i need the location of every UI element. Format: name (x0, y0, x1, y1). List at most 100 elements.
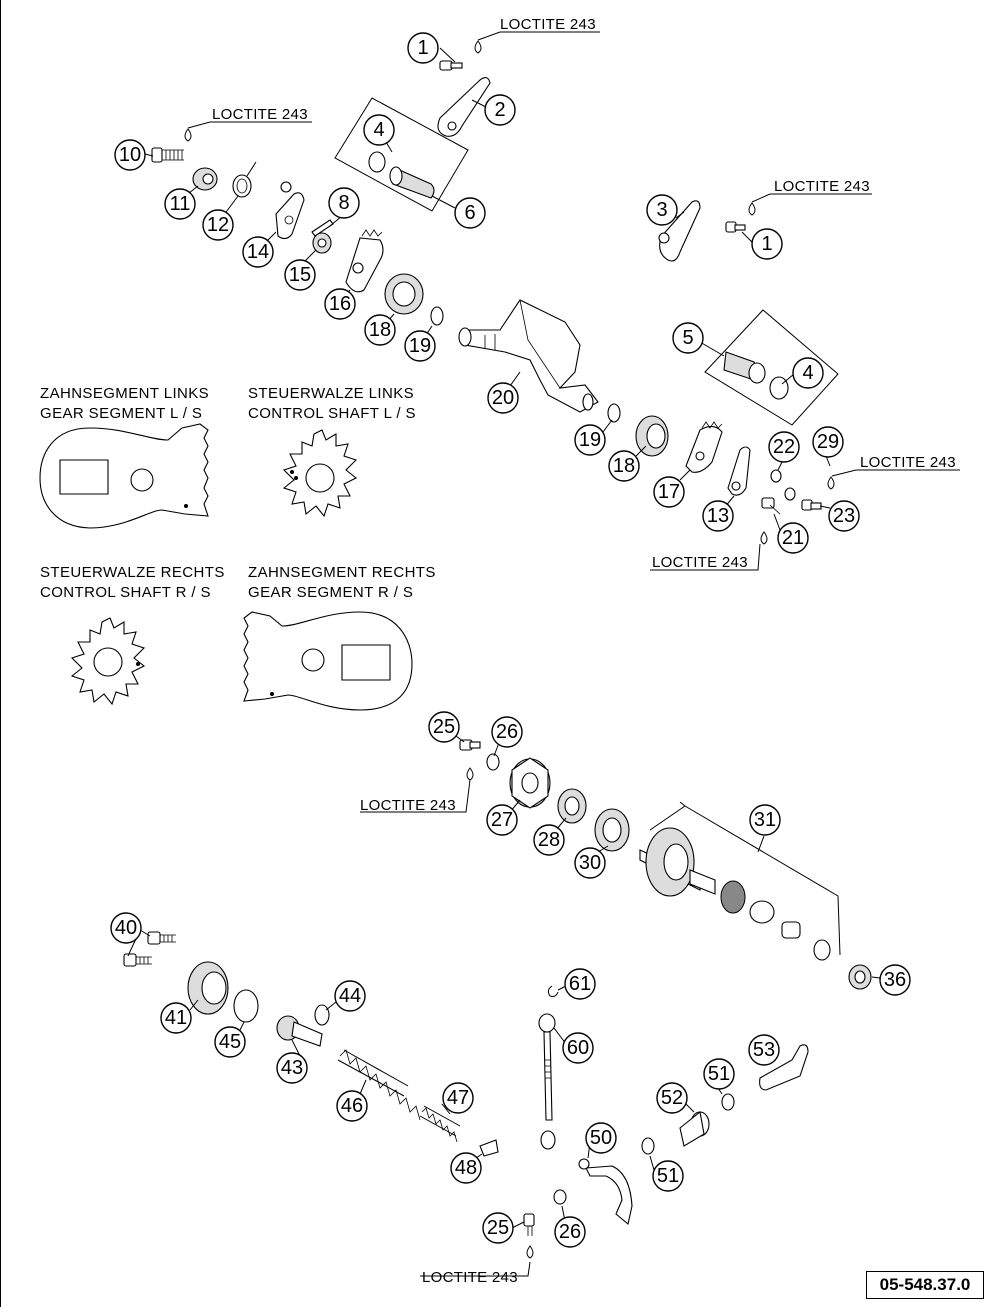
bushing-part-11 (192, 167, 218, 191)
housing-part-41 (187, 961, 229, 1015)
svg-text:28: 28 (538, 829, 560, 851)
oring-part-44 (314, 1004, 330, 1026)
gear-segment-part-17 (685, 421, 723, 473)
callout-51-upper: 51 (703, 1058, 735, 1090)
callout-46: 46 (336, 1090, 368, 1122)
caption-gear-segment-right-de: ZAHNSEGMENT RECHTS (248, 564, 436, 581)
svg-text:13: 13 (707, 505, 729, 527)
callout-6: 6 (454, 197, 486, 229)
svg-text:61: 61 (569, 973, 591, 995)
caption-gear-segment-left-en: GEAR SEGMENT L / S (40, 405, 202, 422)
loctite-notes: LOCTITE 243 LOCTITE 243 LOCTITE 243 LOCT… (212, 16, 956, 1286)
svg-text:53: 53 (753, 1039, 775, 1061)
callout-10: 10 (114, 139, 146, 171)
valve-part-43 (276, 1015, 323, 1047)
callout-8: 8 (328, 187, 360, 219)
gear-segment-right-icon (243, 611, 413, 711)
loctite-note: LOCTITE 243 (652, 554, 748, 571)
callout-47: 47 (442, 1082, 474, 1114)
svg-text:3: 3 (656, 199, 667, 221)
svg-text:40: 40 (115, 917, 137, 939)
svg-text:46: 46 (341, 1095, 363, 1117)
svg-text:2: 2 (494, 99, 505, 121)
svg-text:22: 22 (773, 436, 795, 458)
svg-text:30: 30 (579, 852, 601, 874)
screw-part-25-bottom (523, 1213, 535, 1259)
screws-part-40 (123, 931, 176, 967)
callout-1-top: 1 (407, 32, 439, 64)
caption-control-shaft-left-de: STEUERWALZE LINKS (248, 385, 414, 402)
svg-text:25: 25 (487, 1217, 509, 1239)
caption-control-shaft-left-en: CONTROL SHAFT L / S (248, 405, 416, 422)
washer-part-29 (784, 487, 796, 501)
document-id-label: 05-548.37.0 (866, 1271, 984, 1299)
callout-23: 23 (828, 500, 860, 532)
caption-gear-segment-left-de: ZAHNSEGMENT LINKS (40, 385, 209, 402)
callout-45: 45 (214, 1026, 246, 1058)
loctite-note: LOCTITE 243 (212, 106, 308, 123)
svg-text:43: 43 (281, 1057, 303, 1079)
callout-52: 52 (656, 1082, 688, 1114)
loctite-note: LOCTITE 243 (774, 178, 870, 195)
svg-text:23: 23 (833, 505, 855, 527)
callout-3: 3 (646, 194, 678, 226)
left-border (0, 0, 1, 1307)
svg-text:5: 5 (682, 327, 693, 349)
lever-part-14 (275, 181, 305, 240)
callout-4-lower: 4 (792, 357, 824, 389)
svg-text:60: 60 (567, 1037, 589, 1059)
washer-part-51-upper (721, 1093, 735, 1111)
lever-part-13 (727, 446, 751, 496)
svg-text:21: 21 (782, 527, 804, 549)
link-rod-part-60 (538, 1013, 556, 1150)
control-shaft-left-icon (282, 429, 358, 518)
nut-part-15 (312, 232, 332, 254)
svg-text:25: 25 (433, 716, 455, 738)
impeller-part-27 (509, 757, 551, 809)
callout-51-lower: 51 (652, 1160, 684, 1192)
callout-25-middle: 25 (428, 711, 460, 743)
control-shaft-right-icon (70, 617, 146, 706)
svg-text:27: 27 (491, 809, 513, 831)
callout-31: 31 (749, 804, 781, 836)
loctite-note: LOCTITE 243 (422, 1269, 518, 1286)
assembly-frame-4-6 (334, 97, 469, 212)
spring-part-47 (419, 1105, 461, 1143)
callout-36: 36 (879, 964, 911, 996)
callout-11: 11 (164, 188, 196, 220)
callout-25-bottom: 25 (482, 1212, 514, 1244)
callout-30: 30 (574, 847, 606, 879)
svg-text:1: 1 (761, 233, 772, 255)
washer-part-26-bottom (553, 1189, 567, 1205)
sleeve-part-52 (679, 1110, 710, 1147)
callout-44: 44 (334, 980, 366, 1012)
callout-19-right: 19 (574, 424, 606, 456)
caption-gear-segment-right-en: GEAR SEGMENT R / S (248, 584, 413, 601)
lever-part-53 (759, 1044, 809, 1091)
svg-text:44: 44 (339, 985, 361, 1007)
shaft-assembly-part-31 (639, 801, 872, 990)
svg-text:18: 18 (369, 319, 391, 341)
svg-text:31: 31 (754, 809, 776, 831)
callout-26-middle: 26 (491, 716, 523, 748)
callout-14: 14 (242, 236, 274, 268)
oring-part-19-right (607, 403, 621, 423)
svg-text:8: 8 (338, 192, 349, 214)
callout-15: 15 (284, 259, 316, 291)
callout-16: 16 (324, 288, 356, 320)
gear-segment-left-icon (39, 423, 209, 529)
caption-control-shaft-right-en: CONTROL SHAFT R / S (40, 584, 211, 601)
svg-text:20: 20 (492, 387, 514, 409)
callout-48: 48 (450, 1152, 482, 1184)
lever-part-3 (658, 200, 701, 262)
lever-part-2 (437, 77, 491, 137)
screw-part-23 (801, 476, 835, 511)
callout-12: 12 (202, 209, 234, 241)
oring-part-45 (233, 989, 259, 1023)
callout-50: 50 (585, 1122, 617, 1154)
callout-60: 60 (562, 1032, 594, 1064)
svg-text:51: 51 (657, 1165, 679, 1187)
callout-29: 29 (812, 426, 844, 458)
loctite-note: LOCTITE 243 (500, 16, 596, 33)
callout-5: 5 (672, 322, 704, 354)
